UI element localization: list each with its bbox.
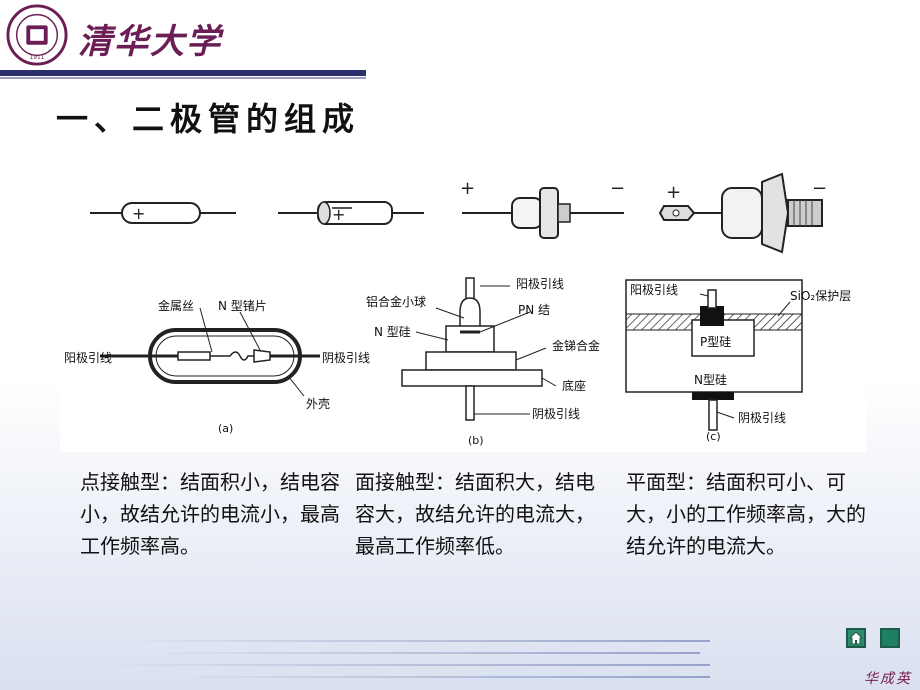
stud-diode: + − xyxy=(658,172,827,254)
next-slide-button[interactable] xyxy=(880,628,900,648)
planar-description: 平面型：结面积可小、可大，小的工作频率高，大的结允许的电流大。 xyxy=(626,470,866,558)
caption-c: (c) xyxy=(706,430,721,443)
photo-plus-1: + xyxy=(132,204,145,223)
metal-diode: + − xyxy=(460,178,625,239)
photo-plus-2: + xyxy=(332,205,345,224)
home-icon xyxy=(848,631,864,645)
caption-b: (b) xyxy=(468,434,484,447)
glass-diode-1: + xyxy=(90,202,236,224)
diagram-point-contact: 金属丝 N 型锗片 阳极引线 阴极引线 外壳 (a) xyxy=(64,298,370,435)
background-streak xyxy=(170,676,710,678)
school-name: 清华大学 xyxy=(78,22,222,62)
photo-minus-4: − xyxy=(812,178,827,199)
diode-structure-diagrams: 金属丝 N 型锗片 阳极引线 阴极引线 外壳 (a) 阳极引线 铝合金小球 xyxy=(60,266,866,452)
label-ge-chip: N 型锗片 xyxy=(218,298,267,313)
label-p-si: P型硅 xyxy=(700,335,731,349)
diagram-surface-contact: 阳极引线 铝合金小球 PN 结 N 型硅 金锑合金 底座 阴极引线 (b) xyxy=(366,277,600,447)
label-anode-a: 阳极引线 xyxy=(64,351,112,365)
background-streak xyxy=(140,652,700,654)
label-cathode-c: 阴极引线 xyxy=(738,411,786,425)
home-button[interactable] xyxy=(846,628,866,648)
photo-minus-3: − xyxy=(610,178,625,199)
label-anode-b: 阳极引线 xyxy=(516,277,564,291)
label-cathode-b: 阴极引线 xyxy=(532,407,580,421)
background-streak xyxy=(90,664,710,666)
label-n-si-b: N 型硅 xyxy=(374,325,411,339)
label-wire: 金属丝 xyxy=(158,298,194,313)
diode-photos: + + + − + − xyxy=(82,170,828,256)
label-shell: 外壳 xyxy=(306,397,330,411)
university-seal-icon: 1911 xyxy=(6,4,68,66)
photo-plus-4: + xyxy=(666,182,681,203)
title-bar-accent xyxy=(0,77,366,79)
point-contact-description: 点接触型：结面积小，结电容小，故结允许的电流小，最高工作频率高。 xyxy=(80,470,340,558)
caption-a: (a) xyxy=(218,422,233,435)
label-cathode-a: 阴极引线 xyxy=(322,351,370,365)
background-streak xyxy=(110,640,710,642)
author-signature: 华成英 xyxy=(864,671,912,687)
label-n-si-c: N型硅 xyxy=(694,373,727,387)
surface-contact-description: 面接触型：结面积大，结电容大，故结允许的电流大，最高工作频率低。 xyxy=(355,470,595,558)
glass-diode-2: + xyxy=(278,201,424,225)
label-al-ball: 铝合金小球 xyxy=(366,294,426,309)
title-bar xyxy=(0,70,366,76)
slide-title: 一、二极管的组成 xyxy=(56,100,361,138)
label-anode-c: 阳极引线 xyxy=(630,283,678,297)
diagram-planar: 阳极引线 SiO₂保护层 P型硅 N型硅 阴极引线 (c) xyxy=(625,279,851,443)
label-base: 底座 xyxy=(562,378,586,393)
label-au-sb: 金锑合金 xyxy=(552,338,600,353)
label-sio2: SiO₂保护层 xyxy=(790,289,851,303)
label-pn-junction: PN 结 xyxy=(518,303,550,317)
university-logo: 1911 清华大学 xyxy=(0,0,370,80)
svg-text:1911: 1911 xyxy=(30,55,45,61)
photo-plus-3: + xyxy=(460,178,475,199)
